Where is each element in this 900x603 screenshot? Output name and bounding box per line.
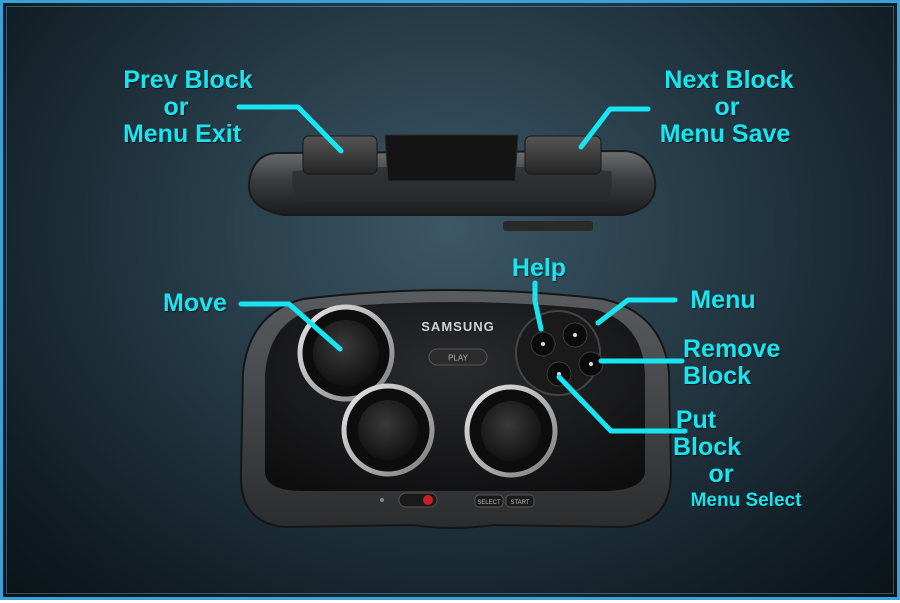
dpad-stick bbox=[341, 383, 435, 477]
label-next-block-line1: Next Block bbox=[664, 66, 794, 94]
label-prev-block-line1: Prev Block bbox=[123, 66, 253, 94]
phone-clamp bbox=[384, 134, 519, 182]
label-menu-text: Menu bbox=[690, 286, 756, 314]
right-bumper bbox=[524, 135, 602, 175]
label-next-block-or: or bbox=[714, 93, 740, 121]
label-move: Move bbox=[153, 290, 237, 317]
label-remove-block: Remove Block bbox=[683, 336, 803, 390]
select-button bbox=[474, 494, 504, 508]
left-bumper bbox=[302, 135, 378, 175]
right-stick bbox=[464, 384, 558, 478]
face-buttons bbox=[515, 310, 604, 396]
gamepad-illustration: SAMSUNG PLAY SELECT START bbox=[236, 104, 688, 529]
label-put-text: Put bbox=[675, 406, 717, 434]
label-remove-block-text: Block bbox=[683, 362, 752, 390]
play-button-label: PLAY bbox=[448, 354, 469, 363]
label-put-block: Put Block or Menu Select bbox=[667, 407, 825, 512]
label-put-or: or bbox=[708, 460, 734, 488]
label-menu-select: Menu Select bbox=[690, 490, 802, 511]
label-remove-text: Remove bbox=[683, 335, 781, 363]
callout-next-block bbox=[578, 106, 651, 150]
label-next-block: Next Block or Menu Save bbox=[643, 67, 815, 148]
callout-prev-block bbox=[236, 104, 344, 154]
callout-menu bbox=[595, 297, 678, 326]
label-menu-exit: Menu Exit bbox=[122, 120, 242, 148]
brand-logo: SAMSUNG bbox=[421, 319, 494, 334]
controller-top-view bbox=[247, 134, 657, 231]
label-put-block-text: Block bbox=[672, 433, 742, 461]
label-prev-block: Prev Block or Menu Exit bbox=[107, 67, 269, 148]
label-help: Help bbox=[503, 255, 575, 282]
callout-lines bbox=[236, 104, 688, 434]
callout-put-block bbox=[556, 374, 688, 434]
label-menu-save: Menu Save bbox=[659, 120, 791, 148]
label-help-text: Help bbox=[511, 254, 567, 282]
label-menu: Menu bbox=[681, 287, 765, 314]
callout-help bbox=[532, 280, 544, 332]
callout-move bbox=[238, 301, 343, 352]
select-button-label: SELECT bbox=[477, 500, 501, 506]
start-button bbox=[505, 494, 535, 508]
left-stick bbox=[297, 304, 395, 402]
start-button-label: START bbox=[510, 500, 529, 506]
label-prev-block-or: or bbox=[163, 93, 189, 121]
controller-front-view: SAMSUNG PLAY SELECT START bbox=[239, 289, 673, 529]
play-button bbox=[428, 348, 488, 366]
label-move-text: Move bbox=[163, 289, 227, 317]
